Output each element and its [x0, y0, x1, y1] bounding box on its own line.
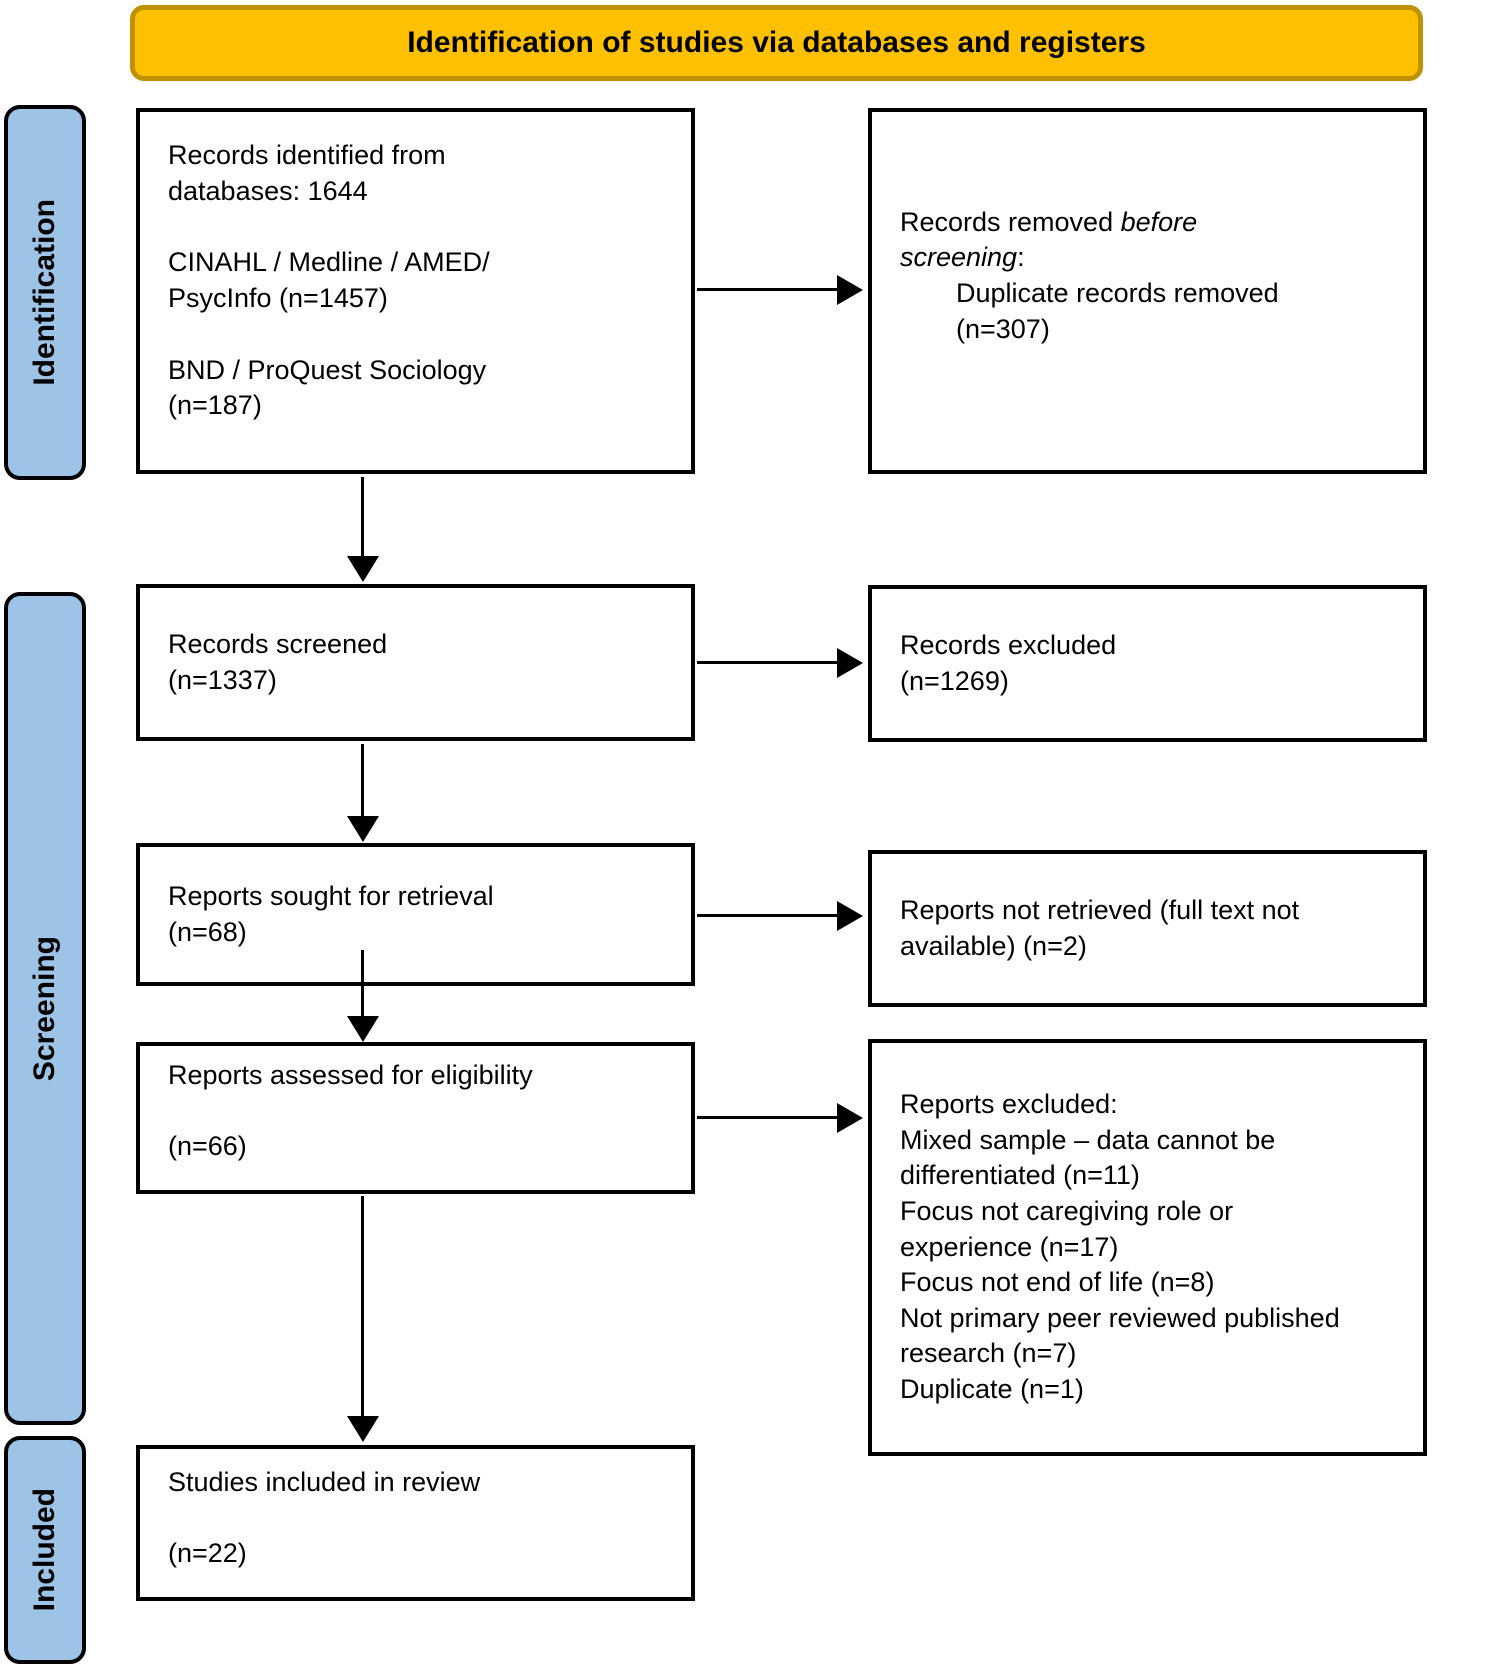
box-records-screened: Records screened (n=1337)	[136, 584, 695, 741]
stage-label-included-text: Included	[28, 1488, 61, 1612]
box-reports-sought: Reports sought for retrieval (n=68)	[136, 843, 695, 986]
box-studies-included: Studies included in review (n=22)	[136, 1445, 695, 1601]
arrow-screened-to-sought	[361, 744, 364, 816]
box-records-excluded: Records excluded (n=1269)	[868, 585, 1427, 742]
records-removed-duplicates: Duplicate records removed (n=307)	[956, 278, 1279, 344]
reports-sought-text: Reports sought for retrieval (n=68)	[168, 880, 494, 947]
records-excluded-text: Records excluded (n=1269)	[900, 629, 1117, 696]
arrow-identified-to-screened	[361, 477, 364, 556]
box-reports-excluded: Reports excluded: Mixed sample – data ca…	[868, 1039, 1427, 1456]
records-removed-heading: Records removed before screening:	[900, 205, 1399, 276]
records-identified-total: Records identified from databases: 1644	[168, 140, 446, 206]
records-removed-colon: :	[1017, 242, 1025, 273]
stage-label-included: Included	[4, 1436, 86, 1664]
stage-label-identification: Identification	[4, 105, 86, 480]
reports-excluded-reason: Not primary peer reviewed published rese…	[900, 1302, 1340, 1369]
reports-excluded-title: Reports excluded:	[900, 1089, 1118, 1119]
records-identified-cinahl-group: CINAHL / Medline / AMED/ PsycInfo (n=145…	[168, 247, 490, 313]
reports-excluded-reason: Mixed sample – data cannot be differenti…	[900, 1124, 1276, 1191]
arrow-assessed-to-reports-excluded	[697, 1116, 837, 1119]
stage-label-screening: Screening	[4, 592, 86, 1425]
reports-excluded-reason: Duplicate (n=1)	[900, 1374, 1084, 1404]
reports-excluded-reason: Focus not end of life (n=8)	[900, 1267, 1215, 1298]
reports-excluded-reason: Focus not caregiving role or experience …	[900, 1195, 1234, 1262]
arrow-sought-to-assessed	[361, 950, 364, 1016]
records-removed-emphasis: before screening	[900, 206, 1198, 273]
diagram-title-banner: Identification of studies via databases …	[130, 5, 1423, 81]
box-reports-not-retrieved: Reports not retrieved (full text not ava…	[868, 850, 1427, 1007]
records-identified-bnd-group: BND / ProQuest Sociology (n=187)	[168, 354, 487, 421]
studies-included-text: Studies included in review (n=22)	[168, 1467, 481, 1569]
arrow-assessed-to-included	[361, 1196, 364, 1416]
diagram-title: Identification of studies via databases …	[407, 26, 1146, 59]
arrow-identified-to-removed	[697, 288, 837, 291]
reports-not-retrieved-text: Reports not retrieved (full text not ava…	[900, 894, 1300, 961]
stage-label-identification-text: Identification	[28, 199, 61, 386]
records-removed-lead: Records removed	[900, 206, 1121, 237]
box-reports-assessed: Reports assessed for eligibility (n=66)	[136, 1042, 695, 1194]
records-screened-text: Records screened (n=1337)	[168, 628, 388, 695]
reports-assessed-text: Reports assessed for eligibility (n=66)	[168, 1060, 533, 1162]
box-records-removed: Records removed before screening: Duplic…	[868, 108, 1427, 474]
arrow-screened-to-excluded	[697, 661, 837, 664]
arrow-sought-to-not-retrieved	[697, 914, 837, 917]
stage-label-screening-text: Screening	[28, 935, 61, 1082]
box-records-identified: Records identified from databases: 1644 …	[136, 108, 695, 474]
